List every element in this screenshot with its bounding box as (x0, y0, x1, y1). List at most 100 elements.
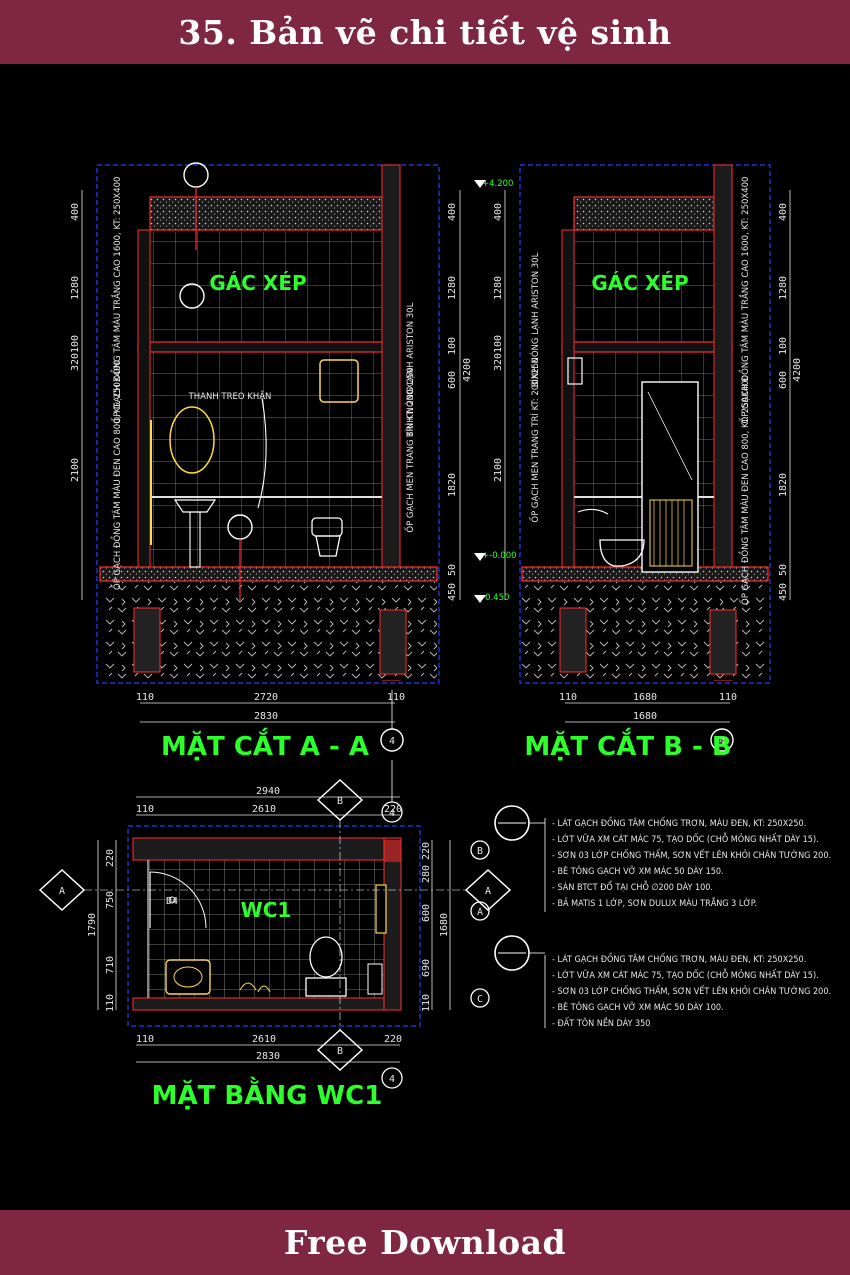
svg-text:50: 50 (778, 564, 789, 576)
svg-text:- SƠN 03 LỚP CHỐNG THẤM, SƠN V: - SƠN 03 LỚP CHỐNG THẤM, SƠN VẾT LÊN KHỎ… (552, 984, 831, 997)
section-a-towel-note: THANH TREO KHĂN (188, 390, 272, 402)
svg-text:1820: 1820 (778, 473, 789, 497)
svg-text:2830: 2830 (254, 711, 278, 722)
svg-text:B: B (337, 796, 343, 807)
plan-top-dims: 2940 110 2610 220 (136, 786, 402, 815)
svg-text:110: 110 (421, 994, 432, 1012)
section-a-bottom-dims: 110 2720 110 2830 (136, 692, 405, 722)
section-b-levels: +4.200 +-0.000 -0.450 (482, 179, 517, 603)
svg-text:600: 600 (778, 371, 789, 389)
plan-room-label: WC1 (241, 898, 292, 922)
svg-text:- LỚT VỮA XM CÁT MÁC 75, TẠO D: - LỚT VỮA XM CÁT MÁC 75, TẠO DỐC (CHỖ MỎ… (552, 968, 819, 981)
svg-text:-0.450: -0.450 (482, 593, 509, 603)
svg-text:- BÊ TÔNG GẠCH VỠ XM MÁC 50 DÀ: - BÊ TÔNG GẠCH VỠ XM MÁC 50 DÀY 150. (552, 865, 724, 877)
plan-axes: 4 4 B A C (389, 808, 483, 1085)
svg-text:110: 110 (136, 1034, 154, 1045)
svg-text:220: 220 (105, 849, 116, 867)
svg-text:1680: 1680 (633, 711, 657, 722)
svg-text:750: 750 (105, 891, 116, 909)
svg-text:- LỚT VỮA XM CÁT MÁC 75, TẠO D: - LỚT VỮA XM CÁT MÁC 75, TẠO DỐC (CHỖ MỎ… (552, 832, 819, 845)
section-b-room-label: GÁC XÉP (591, 271, 688, 295)
svg-text:BÌNH NÓNG LẠNH ARISTON 30L: BÌNH NÓNG LẠNH ARISTON 30L (529, 252, 541, 387)
svg-text:1280: 1280 (493, 276, 504, 300)
svg-text:ỐP GẠCH ĐỒNG TÂM MÀU ĐEN CAO 8: ỐP GẠCH ĐỒNG TÂM MÀU ĐEN CAO 800, KT: 25… (110, 360, 123, 590)
download-banner[interactable]: Free Download (0, 1210, 850, 1275)
svg-text:C: C (477, 994, 483, 1005)
download-label[interactable]: Free Download (283, 1223, 567, 1262)
svg-text:2940: 2940 (256, 786, 280, 797)
svg-text:400: 400 (778, 203, 789, 221)
plan-bottom-dims: 110 2610 220 2830 (136, 1034, 402, 1062)
legend-block-2: - LÁT GẠCH ĐỒNG TÂM CHỐNG TRƠN, MÀU ĐEN,… (552, 952, 831, 1029)
svg-text:+-0.000: +-0.000 (482, 551, 517, 561)
svg-text:2100: 2100 (493, 458, 504, 482)
svg-text:600: 600 (421, 904, 432, 922)
svg-text:2610: 2610 (252, 804, 276, 815)
title-banner: 35. Bản vẽ chi tiết vệ sinh (0, 0, 850, 64)
svg-text:1280: 1280 (70, 276, 81, 300)
section-a-axis: 4 (389, 736, 395, 747)
section-a-room-label: GÁC XÉP (209, 271, 306, 295)
svg-text:A: A (485, 886, 491, 897)
plan-section-markers: A A B B (59, 796, 491, 1057)
svg-text:400: 400 (70, 203, 81, 221)
svg-text:- LÁT GẠCH ĐỒNG TÂM CHỐNG TRƠN: - LÁT GẠCH ĐỒNG TÂM CHỐNG TRƠN, MÀU ĐEN,… (552, 816, 806, 829)
svg-text:110: 110 (719, 692, 737, 703)
section-b-b: GÁC XÉP MẶT CẮT B - B 4 +4.200 +-0.000 -… (474, 164, 803, 762)
svg-text:B: B (337, 1046, 343, 1057)
svg-text:450: 450 (778, 583, 789, 601)
svg-text:4200: 4200 (792, 358, 803, 382)
section-a-title: MẶT CẮT A - A (161, 726, 369, 762)
svg-text:1280: 1280 (447, 276, 458, 300)
svg-text:100: 100 (447, 337, 458, 355)
svg-text:1280: 1280 (778, 276, 789, 300)
svg-text:1790: 1790 (87, 913, 98, 937)
svg-text:4: 4 (389, 808, 395, 819)
svg-text:- LÁT GẠCH ĐỒNG TÂM CHỐNG TRƠN: - LÁT GẠCH ĐỒNG TÂM CHỐNG TRƠN, MÀU ĐEN,… (552, 952, 806, 965)
plan-left-dims: 220 750 1790 710 110 (87, 849, 116, 1012)
section-b-left-dims: 400 1280 320 100 2100 (493, 203, 504, 482)
svg-text:110: 110 (105, 994, 116, 1012)
svg-text:A: A (477, 907, 483, 918)
svg-text:A: A (59, 886, 65, 897)
svg-text:2830: 2830 (256, 1051, 280, 1062)
svg-text:600: 600 (447, 371, 458, 389)
svg-text:220: 220 (384, 804, 402, 815)
svg-text:2720: 2720 (254, 692, 278, 703)
svg-text:400: 400 (493, 203, 504, 221)
svg-text:100: 100 (778, 337, 789, 355)
section-a-right-dims: 400 1280 100 600 4200 1820 50 450 (447, 203, 473, 601)
svg-text:450: 450 (447, 583, 458, 601)
svg-text:1820: 1820 (447, 473, 458, 497)
svg-text:280: 280 (421, 865, 432, 883)
svg-text:B: B (477, 846, 483, 857)
svg-text:1680: 1680 (633, 692, 657, 703)
legend-block-1: - LÁT GẠCH ĐỒNG TÂM CHỐNG TRƠN, MÀU ĐEN,… (552, 816, 831, 909)
svg-text:- ĐẤT TÔN NỀN DÀY 350: - ĐẤT TÔN NỀN DÀY 350 (552, 1016, 650, 1029)
section-b-wall-notes: BÌNH NÓNG LẠNH ARISTON 30L ỐP GẠCH MEN T… (528, 177, 751, 605)
plan-wc1: WC1 D4 MẶT BẰNG WC1 A A B B 4 4 B A C 29… (38, 760, 512, 1111)
svg-text:BÌNH NÓNG LẠNH ARISTON 30L: BÌNH NÓNG LẠNH ARISTON 30L (404, 302, 416, 437)
cad-drawing: GÁC XÉP MẶT CẮT A - A 4 THANH TREO KHĂN … (38, 162, 831, 1111)
svg-text:690: 690 (421, 959, 432, 977)
legend: - LÁT GẠCH ĐỒNG TÂM CHỐNG TRƠN, MÀU ĐEN,… (494, 805, 831, 1029)
svg-text:- SÀN BTCT ĐỔ TẠI CHỖ ∅200 DÀY: - SÀN BTCT ĐỔ TẠI CHỖ ∅200 DÀY 100. (552, 880, 713, 893)
svg-text:4: 4 (389, 1074, 395, 1085)
svg-text:2610: 2610 (252, 1034, 276, 1045)
svg-text:ỐP GẠCH ĐỒNG TÂM MÀU TRẮNG CAO: ỐP GẠCH ĐỒNG TÂM MÀU TRẮNG CAO 1600, KT:… (738, 177, 751, 424)
svg-text:100: 100 (493, 335, 504, 353)
plan-right-dims: 220 280 600 1680 690 110 (421, 842, 450, 1012)
plan-door-tag: D4 (166, 896, 178, 907)
svg-text:2100: 2100 (70, 458, 81, 482)
svg-text:+4.200: +4.200 (482, 179, 513, 189)
section-b-bottom-dims: 110 1680 110 1680 (559, 692, 737, 722)
svg-text:110: 110 (136, 804, 154, 815)
svg-text:320: 320 (70, 353, 81, 371)
svg-text:400: 400 (447, 203, 458, 221)
svg-text:220: 220 (384, 1034, 402, 1045)
svg-text:710: 710 (105, 956, 116, 974)
svg-text:100: 100 (70, 335, 81, 353)
svg-text:220: 220 (421, 842, 432, 860)
section-a-left-dims: 400 1280 320 100 2100 (70, 203, 81, 482)
svg-text:110: 110 (136, 692, 154, 703)
